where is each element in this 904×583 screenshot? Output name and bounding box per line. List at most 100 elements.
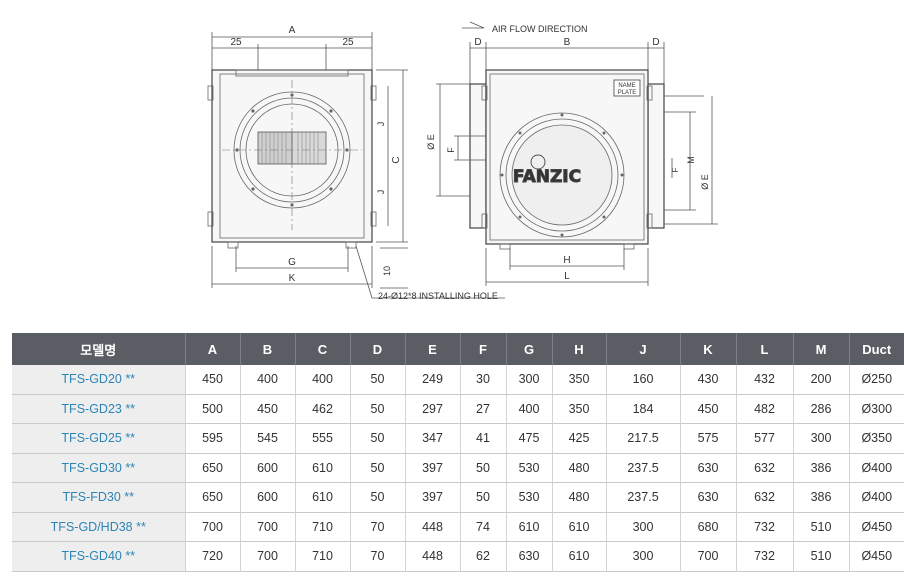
table-cell: 732	[736, 512, 794, 542]
table-cell: 575	[680, 423, 737, 454]
table-cell: 350	[552, 394, 607, 424]
table-cell: 397	[405, 482, 461, 513]
table-cell: 300	[506, 365, 553, 395]
table-cell: 74	[460, 512, 507, 542]
table-cell: Ø350	[849, 423, 904, 454]
column-header: 모델명	[12, 333, 186, 365]
table-cell: 27	[460, 394, 507, 424]
table-cell: 70	[350, 541, 406, 572]
table-cell: 700	[240, 541, 296, 572]
dim-label-m: M	[686, 156, 696, 164]
table-cell: 50	[350, 453, 406, 483]
table-cell: 249	[405, 365, 461, 395]
table-cell: 217.5	[606, 423, 681, 454]
table-cell: 450	[680, 394, 737, 424]
table-cell: 610	[506, 512, 553, 542]
table-cell: 610	[552, 541, 607, 572]
dim-label-25-left: 25	[230, 37, 242, 48]
table-cell: 300	[606, 512, 681, 542]
table-cell: 700	[185, 512, 241, 542]
table-cell: 200	[793, 365, 850, 395]
dim-label-g: G	[288, 257, 296, 268]
table-cell: 350	[552, 365, 607, 395]
table-cell: Ø300	[849, 394, 904, 424]
installing-hole-note: 24-Ø12*8 INSTALLING HOLE	[378, 291, 498, 301]
table-cell: 50	[350, 423, 406, 454]
name-plate-line1: NAME	[618, 83, 635, 89]
table-cell: 555	[295, 423, 351, 454]
air-flow-label: AIR FLOW DIRECTION	[492, 24, 588, 34]
table-cell: 610	[295, 482, 351, 513]
table-cell: 462	[295, 394, 351, 424]
column-header: C	[295, 333, 351, 365]
table-cell: 50	[350, 365, 406, 395]
dim-label-d-right: D	[652, 37, 659, 48]
dim-label-j-bottom: J	[376, 190, 386, 195]
table-cell: 448	[405, 541, 461, 572]
dim-label-d-left: D	[474, 37, 481, 48]
table-cell: 510	[793, 512, 850, 542]
table-cell: 630	[680, 482, 737, 513]
table-cell: 630	[680, 453, 737, 483]
model-name-cell: TFS-GD30 **	[12, 453, 186, 483]
dim-label-f-left: F	[446, 147, 456, 153]
column-header: E	[405, 333, 461, 365]
fanzic-logo: FANZIC	[513, 167, 581, 187]
table-cell: 700	[680, 541, 737, 572]
column-header: B	[240, 333, 296, 365]
table-cell: 400	[506, 394, 553, 424]
table-cell: 50	[460, 482, 507, 513]
table-cell: 400	[240, 365, 296, 395]
table-cell: 62	[460, 541, 507, 572]
model-name-cell: TFS-GD20 **	[12, 365, 186, 395]
table-cell: 450	[240, 394, 296, 424]
table-cell: 386	[793, 453, 850, 483]
column-header: K	[680, 333, 737, 365]
table-cell: 448	[405, 512, 461, 542]
table-cell: 300	[793, 423, 850, 454]
column-header: J	[606, 333, 681, 365]
dim-label-e-right: Ø E	[700, 174, 710, 190]
column-header: M	[793, 333, 850, 365]
table-cell: 630	[506, 541, 553, 572]
model-name-cell: TFS-GD/HD38 **	[12, 512, 186, 542]
table-cell: 397	[405, 453, 461, 483]
model-name-cell: TFS-GD25 **	[12, 423, 186, 454]
table-cell: 500	[185, 394, 241, 424]
dim-label-a: A	[289, 25, 296, 36]
table-cell: 530	[506, 453, 553, 483]
dim-label-b: B	[564, 37, 571, 48]
table-cell: 610	[295, 453, 351, 483]
dim-label-10: 10	[382, 266, 392, 276]
table-cell: Ø400	[849, 453, 904, 483]
table-cell: 600	[240, 453, 296, 483]
table-cell: 577	[736, 423, 794, 454]
dim-label-h: H	[563, 255, 570, 266]
table-cell: 650	[185, 482, 241, 513]
table-cell: 450	[185, 365, 241, 395]
column-header: G	[506, 333, 553, 365]
table-cell: 400	[295, 365, 351, 395]
table-cell: 237.5	[606, 482, 681, 513]
technical-drawing: A 25 25	[207, 21, 718, 301]
table-cell: 732	[736, 541, 794, 572]
table-cell: 50	[460, 453, 507, 483]
dim-label-f-right: F	[671, 167, 680, 172]
table-cell: 237.5	[606, 453, 681, 483]
table-cell: 50	[350, 394, 406, 424]
column-header: A	[185, 333, 241, 365]
table-cell: 680	[680, 512, 737, 542]
table-cell: 510	[793, 541, 850, 572]
column-header: Duct	[849, 333, 904, 365]
front-view: A 25 25	[207, 25, 505, 301]
table-cell: 720	[185, 541, 241, 572]
model-name-cell: TFS-FD30 **	[12, 482, 186, 513]
